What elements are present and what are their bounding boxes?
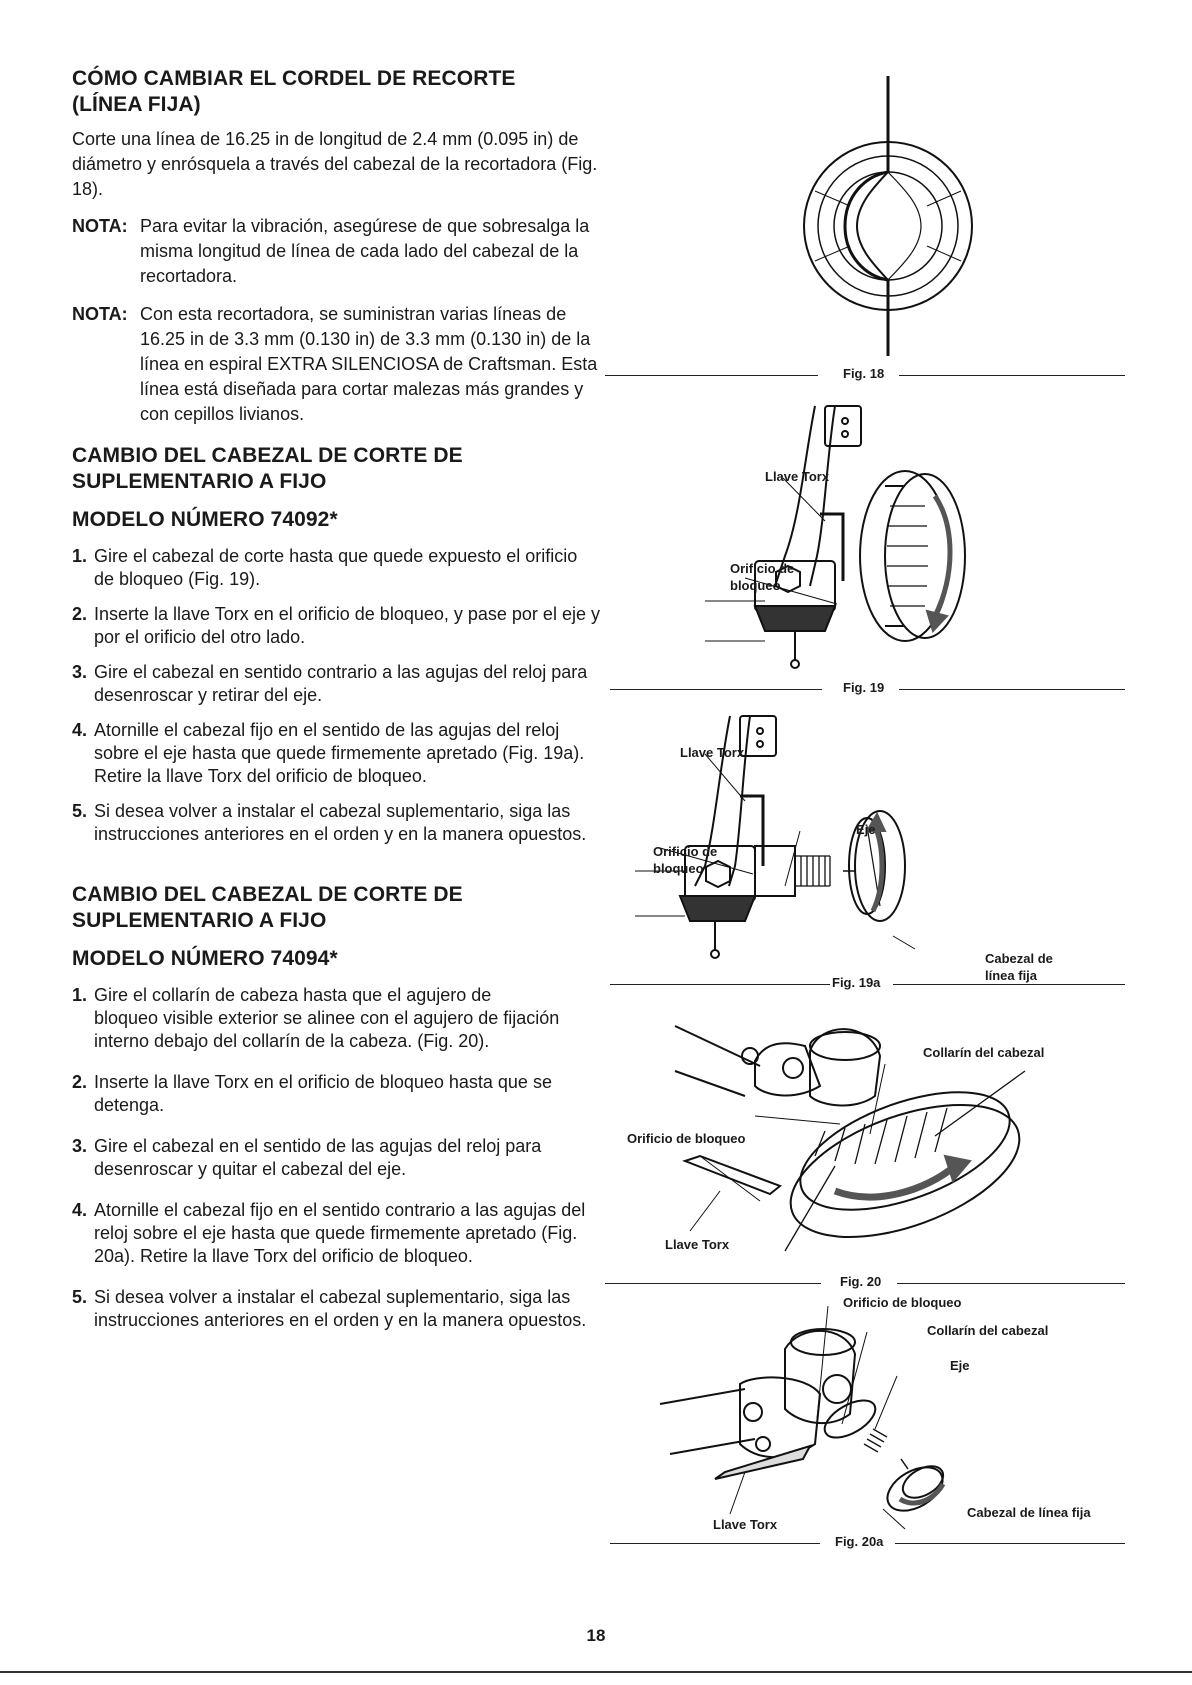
section-title-model-74094: CAMBIO DEL CABEZAL DE CORTE DE SUPLEMENT… bbox=[72, 883, 463, 932]
list-item: 5.Si desea volver a instalar el cabezal … bbox=[72, 801, 587, 844]
list-item: 5.Si desea volver a instalar el cabezal … bbox=[72, 1287, 587, 1330]
label-collarin: Collarín del cabezal bbox=[923, 1045, 1045, 1060]
list-item: 2.Inserte la llave Torx en el orificio d… bbox=[72, 604, 600, 647]
page-number: 18 bbox=[586, 1626, 606, 1645]
divider bbox=[893, 984, 1125, 985]
label-llave-torx: Llave Torx bbox=[765, 469, 830, 484]
list-item: 4.Atornille el cabezal fijo en el sentid… bbox=[72, 720, 585, 786]
figure-20-caption-row: Fig. 20 bbox=[605, 1274, 1125, 1292]
section-title-change-line: CÓMO CAMBIAR EL CORDEL DE RECORTE (LÍNEA… bbox=[72, 67, 516, 116]
fixed-head-collar-install-diagram bbox=[659, 1305, 946, 1530]
figure-18 bbox=[605, 76, 1125, 376]
divider bbox=[610, 689, 822, 690]
note-label: NOTA: bbox=[72, 304, 128, 324]
figure-20a: Orificio de bloqueo Collarín del cabezal… bbox=[605, 1295, 1125, 1544]
note-text: Para evitar la vibración, asegúrese de q… bbox=[140, 216, 590, 286]
note-label: NOTA: bbox=[72, 216, 128, 236]
figure-19a-caption-row: Fig. 19a bbox=[605, 975, 1125, 993]
label-orificio-line2: bloqueo bbox=[653, 861, 704, 876]
label-cabezal-line2: línea fija bbox=[985, 968, 1038, 983]
bottom-border bbox=[0, 1671, 1192, 1673]
figure-19a: Llave Torx Eje Orificio de bloqueo Cabez… bbox=[605, 706, 1125, 983]
steps-list-74094: 1.Gire el collarín de cabeza hasta que e… bbox=[72, 984, 600, 1332]
section-body: Corte una línea de 16.25 in de longitud … bbox=[72, 129, 598, 199]
label-collarin: Collarín del cabezal bbox=[927, 1323, 1049, 1338]
divider bbox=[897, 1283, 1125, 1284]
label-llave-torx: Llave Torx bbox=[713, 1517, 778, 1532]
divider bbox=[605, 1283, 821, 1284]
model-number-74092: MODELO NÚMERO 74092* bbox=[72, 508, 338, 531]
figure-caption: Fig. 20a bbox=[835, 1534, 884, 1549]
figure-18-caption-row: Fig. 18 bbox=[605, 366, 1125, 384]
trimmer-head-line-diagram bbox=[803, 76, 973, 356]
label-llave-torx: Llave Torx bbox=[680, 745, 745, 760]
figure-caption: Fig. 18 bbox=[843, 366, 885, 381]
divider bbox=[895, 1543, 1125, 1544]
list-item: 1.Gire el collarín de cabeza hasta que e… bbox=[72, 985, 560, 1051]
note-vibration: NOTA: Para evitar la vibración, asegúres… bbox=[72, 214, 600, 289]
label-llave-torx: Llave Torx bbox=[665, 1237, 730, 1252]
figure-caption: Fig. 19a bbox=[832, 975, 881, 990]
divider bbox=[899, 375, 1125, 376]
label-eje: Eje bbox=[856, 822, 876, 837]
model-number-74094: MODELO NÚMERO 74094* bbox=[72, 947, 338, 970]
label-orificio-line2: bloqueo bbox=[730, 578, 781, 593]
divider bbox=[610, 1543, 820, 1544]
fixed-line-head-install-diagram bbox=[635, 715, 916, 959]
figure-20: Collarín del cabezal Orificio de bloqueo… bbox=[605, 1016, 1125, 1266]
figure-19: Llave Torx Orificio de bloqueo bbox=[605, 396, 1125, 676]
section-title-model-74092: CAMBIO DEL CABEZAL DE CORTE DE SUPLEMENT… bbox=[72, 444, 463, 493]
list-item: 1.Gire el cabezal de corte hasta que que… bbox=[72, 546, 578, 589]
label-orificio-line1: Orificio de bbox=[653, 844, 718, 859]
label-orificio: Orificio de bloqueo bbox=[843, 1295, 962, 1310]
list-item: 4.Atornille el cabezal fijo en el sentid… bbox=[72, 1200, 586, 1266]
text-column: CÓMO CAMBIAR EL CORDEL DE RECORTE (LÍNEA… bbox=[72, 66, 600, 1332]
label-eje: Eje bbox=[950, 1358, 970, 1373]
list-item: 3.Gire el cabezal en el sentido de las a… bbox=[72, 1136, 542, 1179]
list-item: 2.Inserte la llave Torx en el orificio d… bbox=[72, 1072, 552, 1115]
label-orificio-line1: Orificio de bbox=[730, 561, 795, 576]
divider bbox=[899, 689, 1125, 690]
divider bbox=[605, 375, 818, 376]
figure-caption: Fig. 19 bbox=[843, 680, 885, 695]
figure-caption: Fig. 20 bbox=[840, 1274, 882, 1289]
trimmer-head-torx-diagram bbox=[705, 405, 966, 669]
divider bbox=[610, 984, 830, 985]
label-orificio: Orificio de bloqueo bbox=[627, 1131, 746, 1146]
label-cabezal-line1: Cabezal de bbox=[985, 951, 1053, 966]
note-extra-lines: NOTA: Con esta recortadora, se suministr… bbox=[72, 302, 600, 427]
figure-19-caption-row: Fig. 19 bbox=[605, 680, 1125, 698]
list-item: 3.Gire el cabezal en sentido contrario a… bbox=[72, 662, 588, 705]
figure-20a-caption-row: Fig. 20a bbox=[605, 1534, 1125, 1552]
label-cabezal: Cabezal de línea fija bbox=[967, 1505, 1091, 1520]
note-text: Con esta recortadora, se suministran var… bbox=[140, 304, 598, 424]
figure-column: Fig. 18 bbox=[605, 66, 1125, 1566]
steps-list-74092: 1.Gire el cabezal de corte hasta que que… bbox=[72, 545, 600, 846]
head-collar-torx-diagram bbox=[674, 1025, 1026, 1252]
